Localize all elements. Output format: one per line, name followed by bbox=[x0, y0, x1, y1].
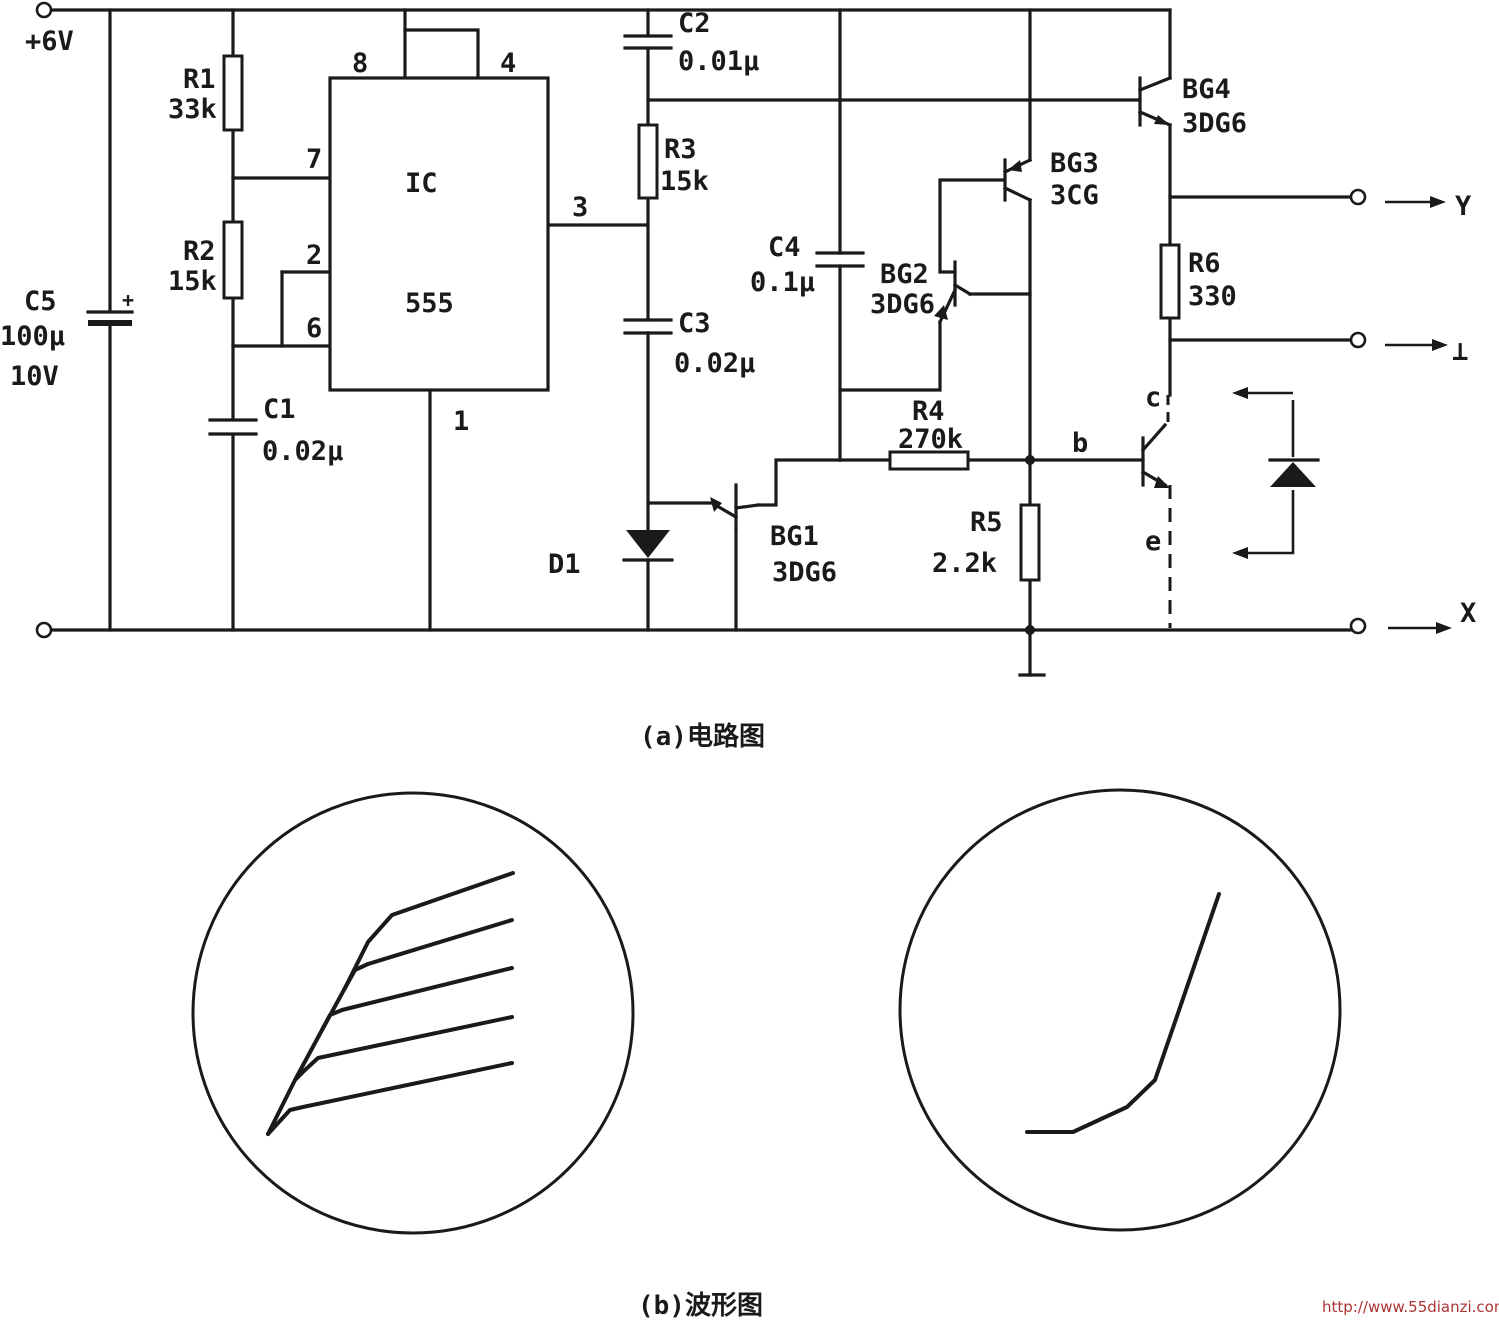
resistor-r4: R4 270k bbox=[888, 396, 970, 471]
ic-555: IC 555 8 4 7 2 6 3 1 bbox=[306, 48, 588, 437]
ic-pin-3: 3 bbox=[572, 192, 588, 223]
bg4-name: BG4 bbox=[1182, 74, 1231, 105]
r6-name: R6 bbox=[1188, 248, 1221, 279]
resistor-r2: R2 15k bbox=[168, 220, 244, 300]
ground-terminal-left bbox=[35, 621, 53, 639]
ic-part-number: 555 bbox=[405, 288, 454, 319]
c5-name: C5 bbox=[24, 286, 57, 317]
ic-pin-7: 7 bbox=[306, 144, 322, 175]
bg4-type: 3DG6 bbox=[1182, 108, 1247, 139]
terminal-ground-label: ⊥ bbox=[1452, 336, 1468, 367]
c3-name: C3 bbox=[678, 308, 711, 339]
scope-screen-right bbox=[898, 788, 1342, 1232]
c3-value: 0.02μ bbox=[674, 348, 755, 379]
bg3-name: BG3 bbox=[1050, 148, 1099, 179]
terminal-y-label: Y bbox=[1455, 191, 1472, 222]
ic-pin-8: 8 bbox=[352, 48, 368, 79]
r4-value: 270k bbox=[898, 424, 963, 455]
r2-value: 15k bbox=[168, 266, 217, 297]
ic-pin-2: 2 bbox=[306, 240, 322, 271]
transistor-output-curves bbox=[266, 871, 515, 1136]
diode-d1: D1 bbox=[548, 530, 674, 580]
c2-name: C2 bbox=[678, 8, 711, 39]
capacitor-c4: C4 0.1μ bbox=[750, 232, 865, 298]
watermark: http://www.55dianzi.com bbox=[1322, 1298, 1499, 1316]
alternate-diode-dut bbox=[1232, 387, 1320, 559]
bg3-type: 3CG bbox=[1050, 180, 1099, 211]
terminal-x-label: X bbox=[1460, 598, 1476, 629]
c1-name: C1 bbox=[263, 394, 296, 425]
bg1-name: BG1 bbox=[770, 521, 819, 552]
transistor-bg1: BG1 3DG6 bbox=[709, 483, 837, 588]
d1-name: D1 bbox=[548, 549, 581, 580]
r1-value: 33k bbox=[168, 94, 217, 125]
dut-base-label: b bbox=[1072, 428, 1088, 459]
resistor-r5: R5 2.2k bbox=[932, 503, 1041, 582]
r3-value: 15k bbox=[660, 166, 709, 197]
c5-rating: 10V bbox=[10, 361, 59, 392]
r5-name: R5 bbox=[970, 507, 1003, 538]
ic-label: IC bbox=[405, 168, 438, 199]
ic-pin-6: 6 bbox=[306, 313, 322, 344]
dut-emitter-label: e bbox=[1145, 526, 1161, 557]
resistor-r3: R3 15k bbox=[637, 123, 709, 200]
capacitor-c1: C1 0.02μ bbox=[208, 394, 343, 467]
ic-pin-1: 1 bbox=[453, 406, 469, 437]
c5-value: 100μ bbox=[0, 321, 65, 352]
diode-characteristic-curve bbox=[1025, 892, 1221, 1134]
r5-value: 2.2k bbox=[932, 548, 997, 579]
device-under-test: c b e bbox=[1072, 382, 1170, 557]
bg2-type: 3DG6 bbox=[870, 289, 935, 320]
resistor-r1: R1 33k bbox=[168, 54, 244, 132]
supply-terminal: +6V bbox=[25, 1, 74, 57]
caption-circuit: (a)电路图 bbox=[640, 721, 765, 752]
junction-dots bbox=[1025, 455, 1035, 635]
bg2-name: BG2 bbox=[880, 259, 929, 290]
output-terminal-ground: ⊥ bbox=[1349, 331, 1468, 367]
caption-waveform: (b)波形图 bbox=[638, 1291, 763, 1321]
wires bbox=[50, 8, 1354, 677]
transistor-bg4: BG4 3DG6 bbox=[1137, 74, 1247, 139]
resistor-r6: R6 330 bbox=[1159, 243, 1237, 320]
r1-name: R1 bbox=[183, 64, 216, 95]
r3-name: R3 bbox=[664, 134, 697, 165]
output-terminal-y: Y bbox=[1349, 188, 1472, 222]
capacitor-c3: C3 0.02μ bbox=[623, 308, 755, 379]
ic-pin-4: 4 bbox=[500, 48, 516, 79]
dut-collector-label: c bbox=[1145, 382, 1161, 413]
c4-value: 0.1μ bbox=[750, 267, 815, 298]
scope-screen-left bbox=[191, 791, 635, 1235]
c2-value: 0.01μ bbox=[678, 46, 759, 77]
capacitor-c2: C2 0.01μ bbox=[623, 8, 759, 77]
r2-name: R2 bbox=[183, 236, 216, 267]
bg1-type: 3DG6 bbox=[772, 557, 837, 588]
r6-value: 330 bbox=[1188, 281, 1237, 312]
capacitor-c5: + C5 100μ 10V bbox=[0, 286, 134, 392]
r4-name: R4 bbox=[912, 396, 945, 427]
c1-value: 0.02μ bbox=[262, 436, 343, 467]
transistor-bg3: BG3 3CG bbox=[1002, 148, 1099, 211]
output-terminal-x: X bbox=[1349, 598, 1476, 635]
supply-voltage-label: +6V bbox=[25, 26, 74, 57]
c5-plus-sign: + bbox=[122, 288, 134, 312]
c4-name: C4 bbox=[768, 232, 801, 263]
transistor-bg2: BG2 3DG6 bbox=[870, 259, 973, 325]
